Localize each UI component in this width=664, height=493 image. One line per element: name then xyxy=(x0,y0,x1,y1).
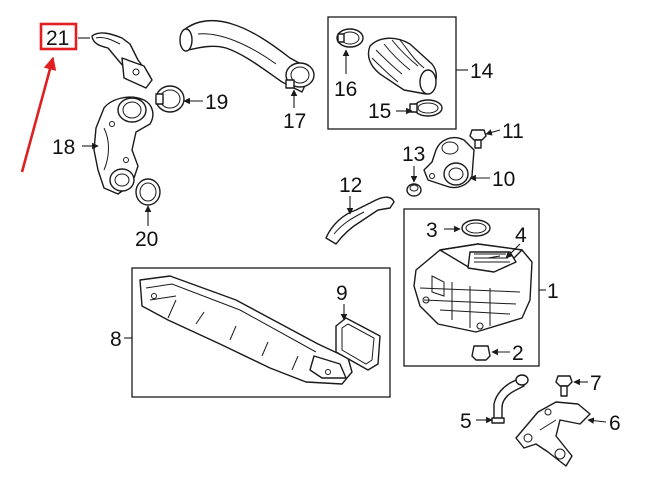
part-11-bolt xyxy=(469,129,487,149)
callout-3: 3 xyxy=(426,219,438,242)
callout-12: 12 xyxy=(339,174,362,197)
part-10-adapter xyxy=(423,136,475,189)
callout-5: 5 xyxy=(460,410,472,433)
leader-6 xyxy=(587,417,607,424)
callout-18: 18 xyxy=(52,136,75,159)
callout-6: 6 xyxy=(609,412,621,435)
callout-20: 20 xyxy=(135,228,158,251)
callout-2: 2 xyxy=(512,342,524,365)
group-box-8 xyxy=(131,267,391,398)
group-box-14 xyxy=(327,16,457,130)
part-17-intake-hose xyxy=(179,19,315,93)
group-box-1 xyxy=(403,208,540,367)
callout-16: 16 xyxy=(334,78,357,101)
part-5-hose xyxy=(491,374,529,424)
callout-14: 14 xyxy=(470,60,494,83)
callout-1: 1 xyxy=(547,280,559,303)
callout-13: 13 xyxy=(402,143,425,166)
part-12-hose xyxy=(325,196,395,245)
callout-21: 21 xyxy=(46,27,69,50)
callout-4: 4 xyxy=(515,224,527,247)
part-16-clamp xyxy=(336,28,364,48)
part-4-filter-element xyxy=(487,255,501,259)
callout-7: 7 xyxy=(590,372,602,395)
callout-10: 10 xyxy=(492,168,515,191)
part-8-air-duct xyxy=(139,275,353,385)
part-14-bellows-hose xyxy=(367,37,437,95)
highlight-arrow xyxy=(20,56,57,173)
part-3-seal xyxy=(461,219,491,237)
callout-19: 19 xyxy=(205,91,228,114)
part-2-grommet xyxy=(471,345,491,361)
part-21-breather-pipe xyxy=(91,32,153,89)
part-6-bracket xyxy=(515,401,591,467)
callout-11: 11 xyxy=(502,120,524,143)
leader-11 xyxy=(485,129,501,136)
part-15-clamp xyxy=(409,99,443,117)
part-19-clamp xyxy=(155,85,185,113)
part-18-intake-elbow xyxy=(93,96,154,195)
highlight-box-21 xyxy=(39,22,78,51)
part-20-o-ring xyxy=(135,178,161,206)
callout-17: 17 xyxy=(283,110,306,133)
callout-9: 9 xyxy=(336,282,348,305)
part-13-grommet xyxy=(406,183,422,197)
callout-8: 8 xyxy=(110,328,122,351)
part-1-air-filter-housing xyxy=(413,243,533,333)
callout-15: 15 xyxy=(368,100,391,123)
leader-4 xyxy=(505,243,521,259)
part-7-bolt xyxy=(555,375,573,397)
